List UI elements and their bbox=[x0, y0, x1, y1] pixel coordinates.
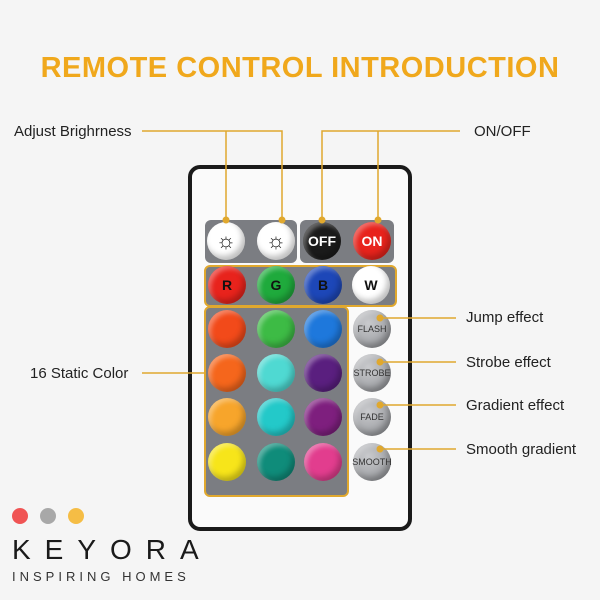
static-color-button[interactable] bbox=[257, 310, 295, 348]
button-label: SMOOTH bbox=[352, 457, 392, 467]
static-color-button[interactable] bbox=[208, 398, 246, 436]
brand-dot bbox=[68, 508, 84, 524]
label-static-color: 16 Static Color bbox=[30, 365, 129, 382]
static-color-button[interactable] bbox=[208, 354, 246, 392]
button-label: FLASH bbox=[357, 324, 387, 334]
brand-tagline: INSPIRING HOMES bbox=[12, 569, 190, 584]
button-label: W bbox=[364, 277, 378, 293]
static-color-button[interactable] bbox=[257, 443, 295, 481]
label-smooth-gradient: Smooth gradient bbox=[466, 441, 577, 458]
on-button[interactable]: ON bbox=[353, 222, 391, 260]
static-color-button[interactable] bbox=[257, 398, 295, 436]
static-color-button[interactable] bbox=[304, 310, 342, 348]
button-label: FADE bbox=[360, 412, 384, 422]
label-on-off: ON/OFF bbox=[474, 123, 531, 140]
effect-leaders bbox=[380, 317, 456, 450]
color-b-button[interactable]: B bbox=[304, 266, 342, 304]
brightness-up-button[interactable]: ☼ bbox=[207, 222, 245, 260]
button-label: ON bbox=[361, 233, 383, 249]
static-color-button[interactable] bbox=[208, 310, 246, 348]
brand-name: KEYORA bbox=[12, 534, 213, 565]
color-g-button[interactable]: G bbox=[257, 266, 295, 304]
button-label: R bbox=[221, 277, 233, 293]
brightness-down-button[interactable]: ☼ bbox=[257, 222, 295, 260]
button-label: OFF bbox=[308, 233, 336, 249]
static-color-button[interactable] bbox=[208, 443, 246, 481]
onoff-leader bbox=[321, 130, 460, 220]
flash-button[interactable]: FLASH bbox=[353, 310, 391, 348]
button-label: STROBE bbox=[353, 368, 391, 378]
label-strobe-effect: Strobe effect bbox=[466, 354, 551, 371]
color-w-button[interactable]: W bbox=[352, 266, 390, 304]
brightness-leader bbox=[142, 130, 283, 220]
brand-logo: KEYORA INSPIRING HOMES bbox=[12, 508, 212, 588]
label-adjust-brightness: Adjust Brighrness bbox=[14, 123, 132, 140]
static-color-button[interactable] bbox=[304, 398, 342, 436]
static-color-button[interactable] bbox=[304, 354, 342, 392]
color-r-button[interactable]: R bbox=[208, 266, 246, 304]
label-jump-effect: Jump effect bbox=[466, 309, 544, 326]
brightness-down-icon: ☼ bbox=[265, 228, 287, 253]
button-label: G bbox=[270, 277, 282, 293]
button-label: B bbox=[317, 277, 329, 293]
static-color-button[interactable] bbox=[304, 443, 342, 481]
label-gradient-effect: Gradient effect bbox=[466, 397, 565, 414]
off-button[interactable]: OFF bbox=[303, 222, 341, 260]
static-color-button[interactable] bbox=[257, 354, 295, 392]
strobe-button[interactable]: STROBE bbox=[353, 354, 391, 392]
brand-dot bbox=[40, 508, 56, 524]
brightness-up-icon: ☼ bbox=[215, 228, 237, 253]
page-title: REMOTE CONTROL INTRODUCTION bbox=[40, 52, 560, 84]
brand-dot bbox=[12, 508, 28, 524]
